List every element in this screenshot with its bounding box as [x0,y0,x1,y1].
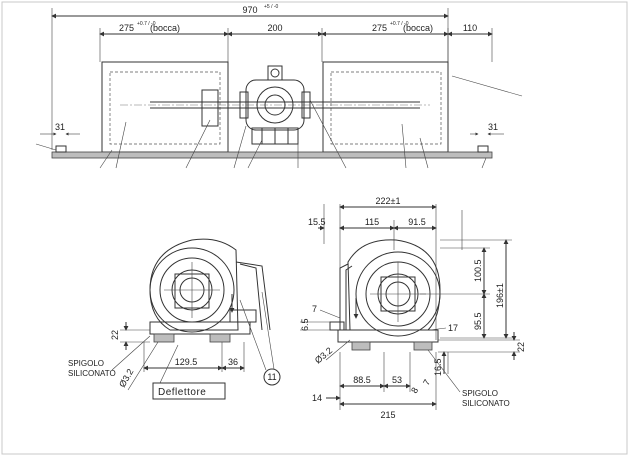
dim-196: 196±1 [495,283,505,308]
dim-width-total: 222±1 [376,196,401,206]
dim-15-5: 15.5 [308,217,326,227]
dim-95-5: 95.5 [473,312,483,330]
dim-36: 36 [228,357,238,367]
right-fan-housing [322,61,449,153]
dim-22-right: 22 [516,342,526,352]
dim-left-mouth-tolerance: +0.7 / -0 [137,21,156,27]
callout-11-label: 11 [267,372,276,382]
base-plate [51,151,493,159]
dim-right-mouth-tolerance: +0.7 / -0 [390,21,409,27]
dim-17: 17 [448,323,458,333]
right-support-bracket [337,329,439,343]
deflector-label: Deflettore [158,387,206,398]
dim-right-edge: 110 [463,23,477,33]
dim-left-mouth: 275 [119,23,134,33]
dim-right-mouth-note: (bocca) [403,23,433,33]
left-support-bracket [149,321,251,335]
dim-22: 22 [110,330,120,340]
left-volute [149,238,239,331]
dim-right-mouth: 275 [372,23,387,33]
dim-14: 14 [312,393,322,403]
dim-53: 53 [392,375,402,385]
motor-unit [239,65,311,145]
left-fan-housing [101,61,229,153]
dim-215: 215 [380,410,395,420]
dim-7-lower: 7 [421,378,432,387]
dim-129-5: 129.5 [175,357,198,367]
edge-label-line1: SPIGOLO [68,359,104,368]
top-view: 970 +5 / -0 275 +0.7 / -0 (bocca) 200 27… [35,4,523,169]
right-side-view: 222±1 15.5 115 91.5 100.5 95.5 196±1 [300,196,526,420]
deflector-box [152,382,226,400]
dim-left-offset: 31 [55,122,65,132]
dim-overall-tolerance: +5 / -0 [264,4,279,10]
left-side-view: 22 129.5 36 Ø3.2 SPIGOLO SILICONATO Defl… [68,238,281,400]
right-volute [347,239,441,331]
dim-left-mouth-note: (bocca) [150,23,180,33]
dim-88-5: 88.5 [353,375,371,385]
dim-100-5: 100.5 [473,259,483,282]
dim-16-5: 16.5 [433,358,443,376]
edge-label-line1-right: SPIGOLO [462,389,498,398]
dim-right-offset: 31 [488,122,498,132]
dim-8: 8 [409,386,420,395]
dim-diameter: Ø3.2 [117,367,135,389]
callout-11 [263,368,281,386]
edge-label-line2-right: SILICONATO [462,399,510,408]
dim-7: 7 [312,304,317,314]
dim-91-5: 91.5 [408,217,426,227]
dim-115: 115 [365,217,379,227]
dim-6-5: 6.5 [300,318,310,331]
dim-diameter-right: Ø3.2 [313,345,334,365]
dim-center: 200 [267,23,282,33]
dim-overall: 970 [242,5,257,15]
edge-label-line2: SILICONATO [68,369,116,378]
